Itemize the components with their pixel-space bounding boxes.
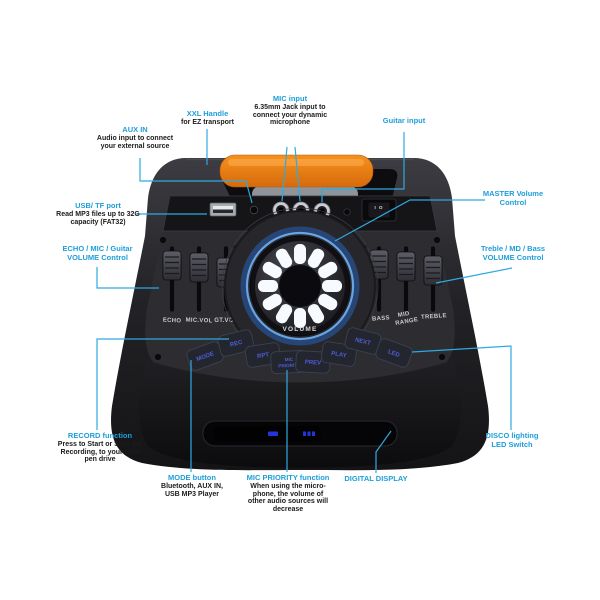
led-ring-glow [240,226,360,346]
slider-label-treble: TREBLE [421,313,447,321]
slider-label-echo: ECHO [163,318,182,325]
leader-treble-mid-bass [435,267,513,284]
led-indicator [303,431,315,436]
svg-text:MIC: MIC [285,357,294,362]
annotation-body: When using the micro-phone, the volume o… [247,482,329,514]
slider-mic-vol [189,245,209,313]
screw-hole [159,236,167,244]
svg-text:PREV: PREV [305,360,322,367]
reset-pinhole [343,208,351,216]
svg-text:PLAY: PLAY [331,351,347,359]
slider-treble [423,245,443,313]
annotation-xxl-handle: XXL Handle for EZ transport [160,109,255,127]
annotation-title: RECORD function [67,431,133,440]
svg-text:RPT: RPT [257,352,270,360]
leader-mic-input-1 [281,146,288,202]
leader-mic-input-2 [294,146,301,202]
annotation-record: RECORD function Press to Start or Stop t… [34,431,166,464]
screw-hole [438,353,446,361]
svg-text:REC: REC [229,340,243,349]
annotation-title: USB/ TF port [75,201,121,210]
annotation-title: AUX IN [122,125,148,134]
svg-text:LED: LED [387,349,401,359]
svg-text:PRIORITY: PRIORITY [278,362,300,368]
slider-echo [162,245,182,313]
speaker-led-button: LED [375,338,413,368]
annotation-body: for EZ transport [181,118,234,126]
slider-label-mic-vol: MIC.VOL [185,318,212,325]
led-indicator [268,431,278,436]
annotation-title: MIC input [272,94,308,103]
annotation-guitar-input: Guitar input [363,116,445,126]
annotation-mic-priority: MIC PRIORITY function When using the mic… [232,473,344,514]
speaker-rec-button: REC [217,329,255,357]
annotation-title: DIGITAL DISPLAY [344,474,408,483]
leader-record [96,338,229,430]
screw-hole [433,236,441,244]
svg-text:MODE: MODE [196,351,215,363]
screw-hole [154,353,162,361]
leader-guitar-input [321,132,405,202]
volume-knob-label: VOLUME [282,326,317,333]
annotation-title: MIC PRIORITY function [246,473,330,482]
annotation-body: Bluetooth, AUX IN,USB MP3 Player [161,482,223,498]
leader-digital-display [375,430,392,473]
power-markings: I O [374,205,383,210]
leader-echo-mic-guitar [96,267,159,289]
annotation-mode-button: MODE button Bluetooth, AUX IN,USB MP3 Pl… [148,473,236,498]
annotation-title: MODE button [168,473,216,482]
annotation-title: Guitar input [382,116,426,125]
slider-mid-range [396,245,416,313]
annotation-digital-display: DIGITAL DISPLAY [336,474,416,484]
button-arc: MODE REC RPT MIC PRIORITY PREV PLAY [186,327,413,375]
aux-in-jack [249,205,259,215]
leader-disco-led [411,345,512,430]
slider-label-range: RANGE [395,317,419,327]
leader-aux-in [139,158,253,204]
annotation-title: XXL Handle [186,109,229,118]
led-ring [245,231,355,341]
volume-knob: VOLUME [221,207,379,365]
speaker-next-button: NEXT [344,327,382,355]
svg-text:NEXT: NEXT [354,337,371,347]
slider-label-mid: MID [397,311,410,319]
slider-label-gt-vol: GT.VOL [214,318,238,324]
led-spokes [258,244,342,328]
leader-master-volume [334,199,485,242]
slider-label-bass: BASS [372,315,390,322]
usb-port [209,202,237,217]
digital-display [202,420,398,447]
